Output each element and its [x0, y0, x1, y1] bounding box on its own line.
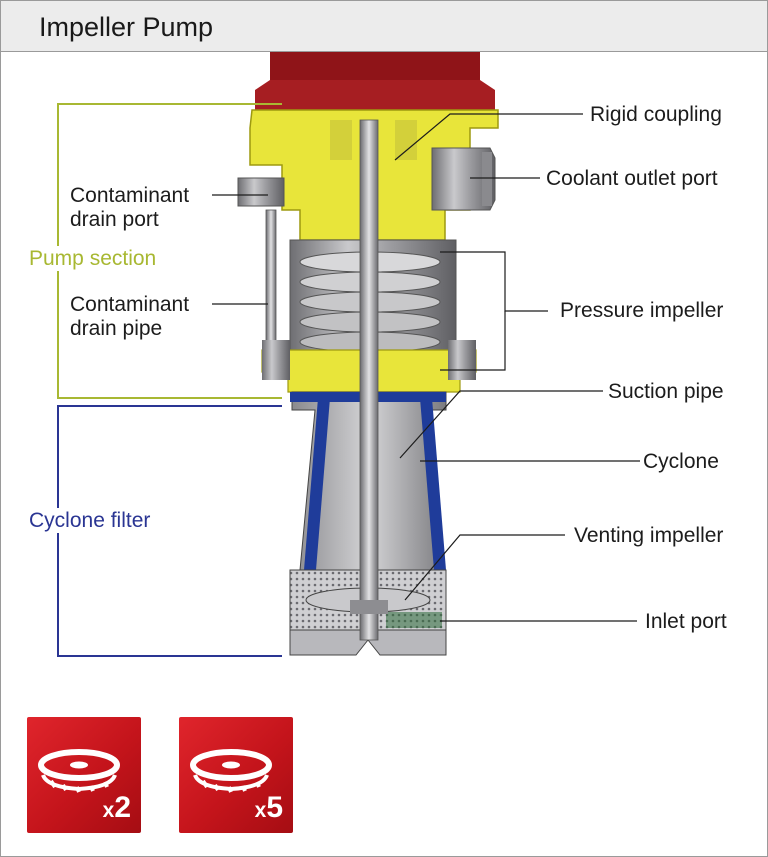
impeller-icon — [38, 749, 120, 793]
impeller-count-badge: x5 — [179, 717, 293, 833]
contaminant-drain-pipe-label-line1: Contaminant — [70, 293, 190, 316]
venting-impeller-label: Venting impeller — [574, 524, 724, 547]
drive-shaft — [359, 119, 379, 641]
impeller-icon — [190, 749, 272, 793]
impeller-count-badge: x2 — [27, 717, 141, 833]
venting-impeller-hub — [350, 600, 388, 614]
pump-section-label: Pump section — [27, 246, 159, 271]
inlet-port-label: Inlet port — [645, 610, 727, 633]
coolant-outlet-port-label: Coolant outlet port — [546, 167, 718, 190]
contaminant-drain-port-label-line2: drain port — [70, 208, 159, 231]
suction-pipe-label: Suction pipe — [608, 380, 724, 403]
rigid-coupling-label: Rigid coupling — [590, 103, 722, 126]
page-title: Impeller Pump — [39, 12, 214, 42]
callout-lines — [212, 113, 640, 622]
contaminant-drain-port-label-line1: Contaminant — [70, 184, 190, 207]
badge-count-text: x2 — [102, 791, 131, 824]
cyclone-filter-label: Cyclone filter — [27, 508, 153, 533]
header-bar: Impeller Pump — [1, 1, 767, 52]
contaminant-drain-pipe-label-line2: drain pipe — [70, 317, 163, 340]
pressure-impeller-label: Pressure impeller — [560, 299, 724, 322]
badge-count-text: x5 — [254, 791, 283, 824]
cyclone-label: Cyclone — [643, 450, 719, 473]
